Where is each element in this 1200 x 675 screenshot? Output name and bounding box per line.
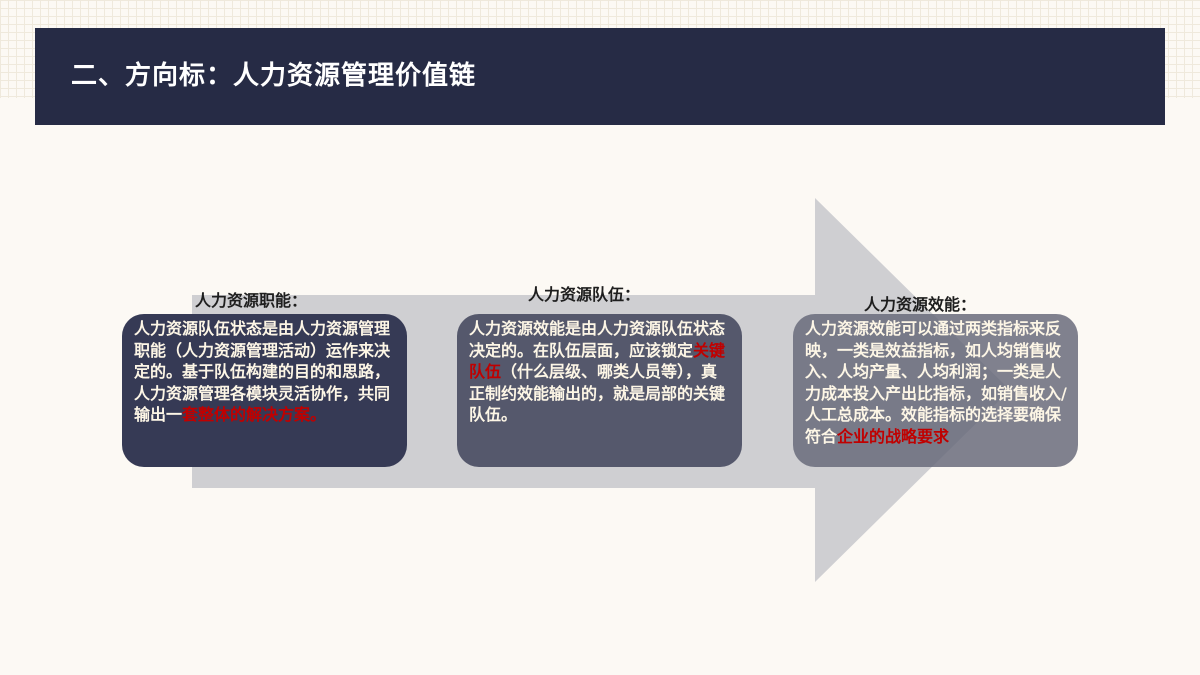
stage-label-function: 人力资源职能： bbox=[195, 291, 308, 310]
stage-highlight: 套整体的解决方案。 bbox=[182, 405, 327, 424]
stage-highlight: 关键队伍 bbox=[469, 340, 726, 382]
stage-highlight: 企业的战略要求 bbox=[837, 426, 950, 446]
stage-box-function: 人力资源队伍状态是由人力资源管理职能（人力资源管理活动）运作来决定的。基于队伍构… bbox=[122, 314, 407, 467]
page-title: 二、方向标：人力资源管理价值链 bbox=[71, 61, 477, 91]
stage-text: 人力资源效能可以通过两类指标来反映，一类是效益指标，如人均销售收入、人均产量、人… bbox=[805, 319, 1067, 446]
stage-text: 人力资源效能是由人力资源队伍状态决定的。在队伍层面，应该锁定 bbox=[469, 319, 726, 360]
stage-box-team: 人力资源效能是由人力资源队伍状态决定的。在队伍层面，应该锁定关键队伍（什么层级、… bbox=[457, 314, 742, 467]
stage-label-efficiency: 人力资源效能： bbox=[864, 295, 977, 314]
stage-box-efficiency: 人力资源效能可以通过两类指标来反映，一类是效益指标，如人均销售收入、人均产量、人… bbox=[793, 314, 1078, 467]
header-bar: 二、方向标：人力资源管理价值链 bbox=[35, 28, 1165, 125]
stage-label-team: 人力资源队伍： bbox=[528, 285, 641, 304]
stage-text-after: （什么层级、哪类人员等），真正制约效能输出的，就是局部的关键队伍。 bbox=[469, 362, 726, 424]
stage-text: 人力资源队伍状态是由人力资源管理职能（人力资源管理活动）运作来决定的。基于队伍构… bbox=[134, 319, 391, 424]
